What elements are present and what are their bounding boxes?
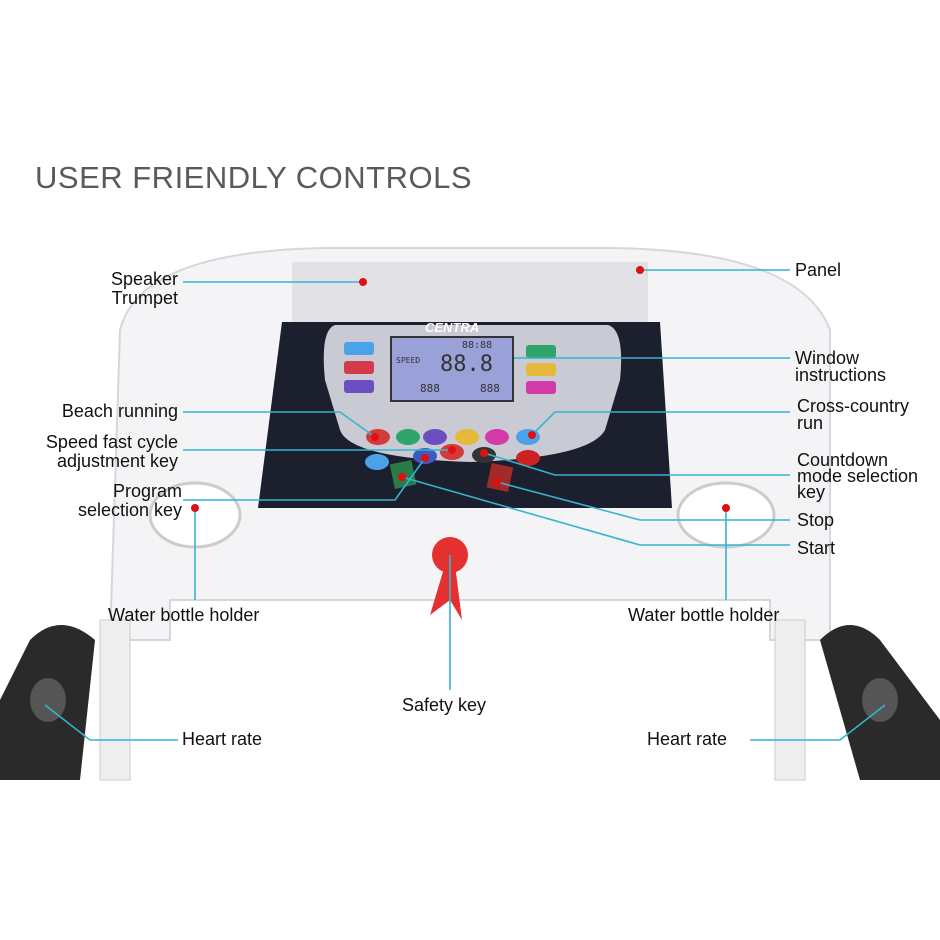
lcd-left: 888 <box>420 382 440 395</box>
page-title: USER FRIENDLY CONTROLS <box>35 160 473 195</box>
label-panel: Panel <box>795 260 842 280</box>
label-water-left: Water bottle holder <box>108 605 260 625</box>
leader-start <box>401 476 790 546</box>
lcd-main: 88.8 <box>440 352 493 377</box>
brand-logo: CENTRA <box>425 320 480 335</box>
lcd-display: 88:88 SPEED 88.8 888 888 <box>390 336 514 402</box>
leader-beach <box>183 411 376 438</box>
label-cross: Cross-country run <box>797 396 910 433</box>
label-speed: Speed fast cycle adjustment key <box>45 432 178 471</box>
leader-heart-right <box>750 704 886 741</box>
left-upright <box>99 619 131 781</box>
right-upright <box>774 619 806 781</box>
safety-key-clip <box>430 565 462 620</box>
heart-sensor-left <box>30 678 66 722</box>
label-stop: Stop <box>797 510 835 530</box>
heart-sensor-right <box>862 678 898 722</box>
leader-countdown <box>483 452 790 476</box>
label-program: Program selection key <box>77 481 182 520</box>
label-water-right: Water bottle holder <box>628 605 780 625</box>
leader-stop <box>496 481 790 521</box>
lcd-time: 88:88 <box>462 340 493 351</box>
leader-heart-left <box>44 704 178 741</box>
speaker-grille <box>292 262 648 322</box>
label-safety: Safety key <box>402 695 487 715</box>
lcd-right: 888 <box>480 382 500 395</box>
label-beach: Beach running <box>61 401 178 421</box>
leader-cross <box>531 411 790 436</box>
label-start: Start <box>797 538 836 558</box>
lcd-speed-label: SPEED <box>396 356 421 365</box>
label-heart-right: Heart rate <box>647 729 728 749</box>
label-window: Window instructions <box>795 348 887 385</box>
label-heart-left: Heart rate <box>182 729 263 749</box>
buttons <box>344 342 556 493</box>
label-speaker: Speaker Trumpet <box>110 269 178 308</box>
leader-program <box>183 457 426 501</box>
label-countdown: Countdown mode selection key <box>797 450 919 502</box>
